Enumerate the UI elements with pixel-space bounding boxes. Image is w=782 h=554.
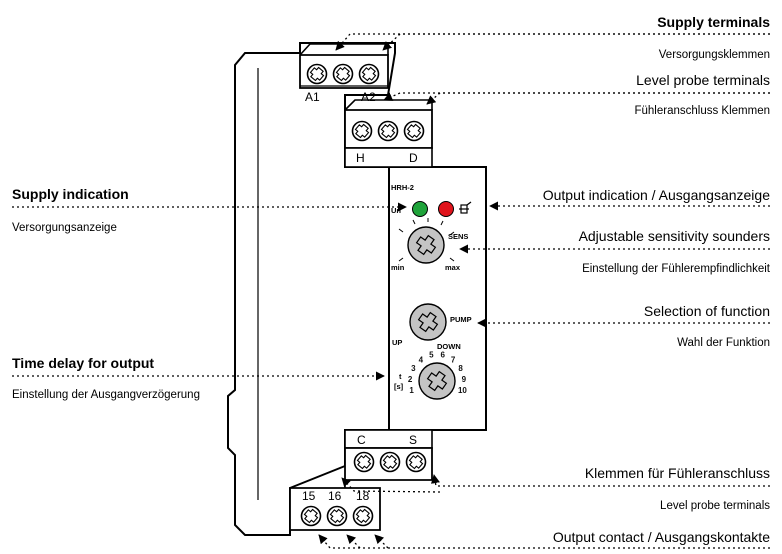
callout-lines [12, 33, 770, 549]
pump-label: PUMP [450, 315, 472, 324]
screw-icon[interactable] [353, 451, 375, 473]
terminal-block-output: 15 16 18 [289, 480, 381, 531]
terminal-block-probe-bottom: C S [344, 429, 433, 481]
screw-icon[interactable] [405, 451, 427, 473]
label-bottom-probe-de: Klemmen für Fühleranschluss [585, 465, 770, 481]
relay-icon [459, 201, 472, 214]
label-bottom-probe-en: Level probe terminals [660, 500, 770, 512]
un-label: Un [391, 206, 401, 215]
terminal-label-d: D [409, 151, 418, 165]
terminal-label-a1: A1 [305, 90, 320, 104]
terminal-block-supply: A1 A2 [299, 43, 389, 104]
time-tick-label: 5 [429, 351, 434, 360]
screw-icon[interactable] [332, 63, 354, 85]
screw-icon[interactable] [351, 120, 373, 142]
max-label: max [445, 263, 461, 272]
label-supply-terminals-en: Supply terminals [657, 14, 770, 30]
terminal-label-16: 16 [328, 489, 342, 503]
function-knob[interactable] [409, 303, 447, 341]
output-led-icon [438, 201, 454, 217]
time-tick-label: 1 [409, 386, 414, 395]
sensitivity-knob[interactable] [407, 226, 445, 264]
screw-icon[interactable] [326, 505, 348, 527]
time-tick-label: 7 [451, 355, 456, 364]
sens-label: SENS [448, 232, 468, 241]
screw-icon[interactable] [300, 505, 322, 527]
screw-icon[interactable] [352, 505, 374, 527]
label-time-delay-de: Einstellung der Ausgangverzögerung [12, 389, 200, 401]
callout-labels: Supply terminals Versorgungsklemmen Leve… [12, 14, 771, 545]
screw-icon[interactable] [306, 63, 328, 85]
screw-icon[interactable] [403, 120, 425, 142]
screw-icon[interactable] [379, 451, 401, 473]
model-label: HRH-2 [391, 183, 414, 192]
front-controls: HRH-2 Un SENS min max PUMP UP [391, 183, 472, 400]
label-function-de: Wahl der Funktion [677, 337, 770, 349]
label-supply-indication-de: Versorgungsanzeige [12, 222, 117, 234]
terminal-block-probe-top: H D [344, 99, 433, 168]
t-label: t [399, 372, 402, 381]
label-supply-indication-en: Supply indication [12, 186, 129, 202]
supply-led-icon [412, 201, 428, 217]
label-level-probe-terminals-en: Level probe terminals [636, 72, 770, 88]
time-tick-label: 10 [458, 386, 467, 395]
terminal-label-15: 15 [302, 489, 316, 503]
time-tick-label: 6 [440, 351, 445, 360]
terminal-label-c: C [357, 433, 366, 447]
label-level-probe-terminals-de: Fühleranschluss Klemmen [634, 105, 770, 117]
time-tick-label: 3 [411, 364, 416, 373]
screw-icon[interactable] [358, 63, 380, 85]
time-tick-label: 9 [462, 375, 467, 384]
label-output-contact: Output contact / Ausgangskontakte [553, 529, 770, 545]
time-tick-label: 8 [458, 364, 463, 373]
label-supply-terminals-de: Versorgungsklemmen [659, 49, 770, 61]
screw-icon[interactable] [377, 120, 399, 142]
time-delay-knob[interactable] [418, 362, 456, 400]
label-output-indication: Output indication / Ausgangsanzeige [543, 187, 770, 203]
label-function-en: Selection of function [644, 303, 770, 319]
time-tick-label: 2 [408, 375, 413, 384]
terminal-label-18: 18 [356, 489, 370, 503]
sensitivity-scale [398, 218, 455, 262]
min-label: min [391, 263, 405, 272]
terminal-label-h: H [356, 151, 365, 165]
s-unit-label: [s] [394, 382, 404, 391]
label-time-delay-en: Time delay for output [12, 355, 154, 371]
down-label: DOWN [437, 342, 461, 351]
up-label: UP [392, 338, 402, 347]
label-sensitivity-en: Adjustable sensitivity sounders [579, 228, 770, 244]
terminal-label-s: S [409, 433, 417, 447]
label-sensitivity-de: Einstellung der Fühlerempfindlichkeit [582, 263, 771, 275]
time-tick-label: 4 [419, 355, 424, 364]
terminal-label-a2: A2 [361, 90, 376, 104]
